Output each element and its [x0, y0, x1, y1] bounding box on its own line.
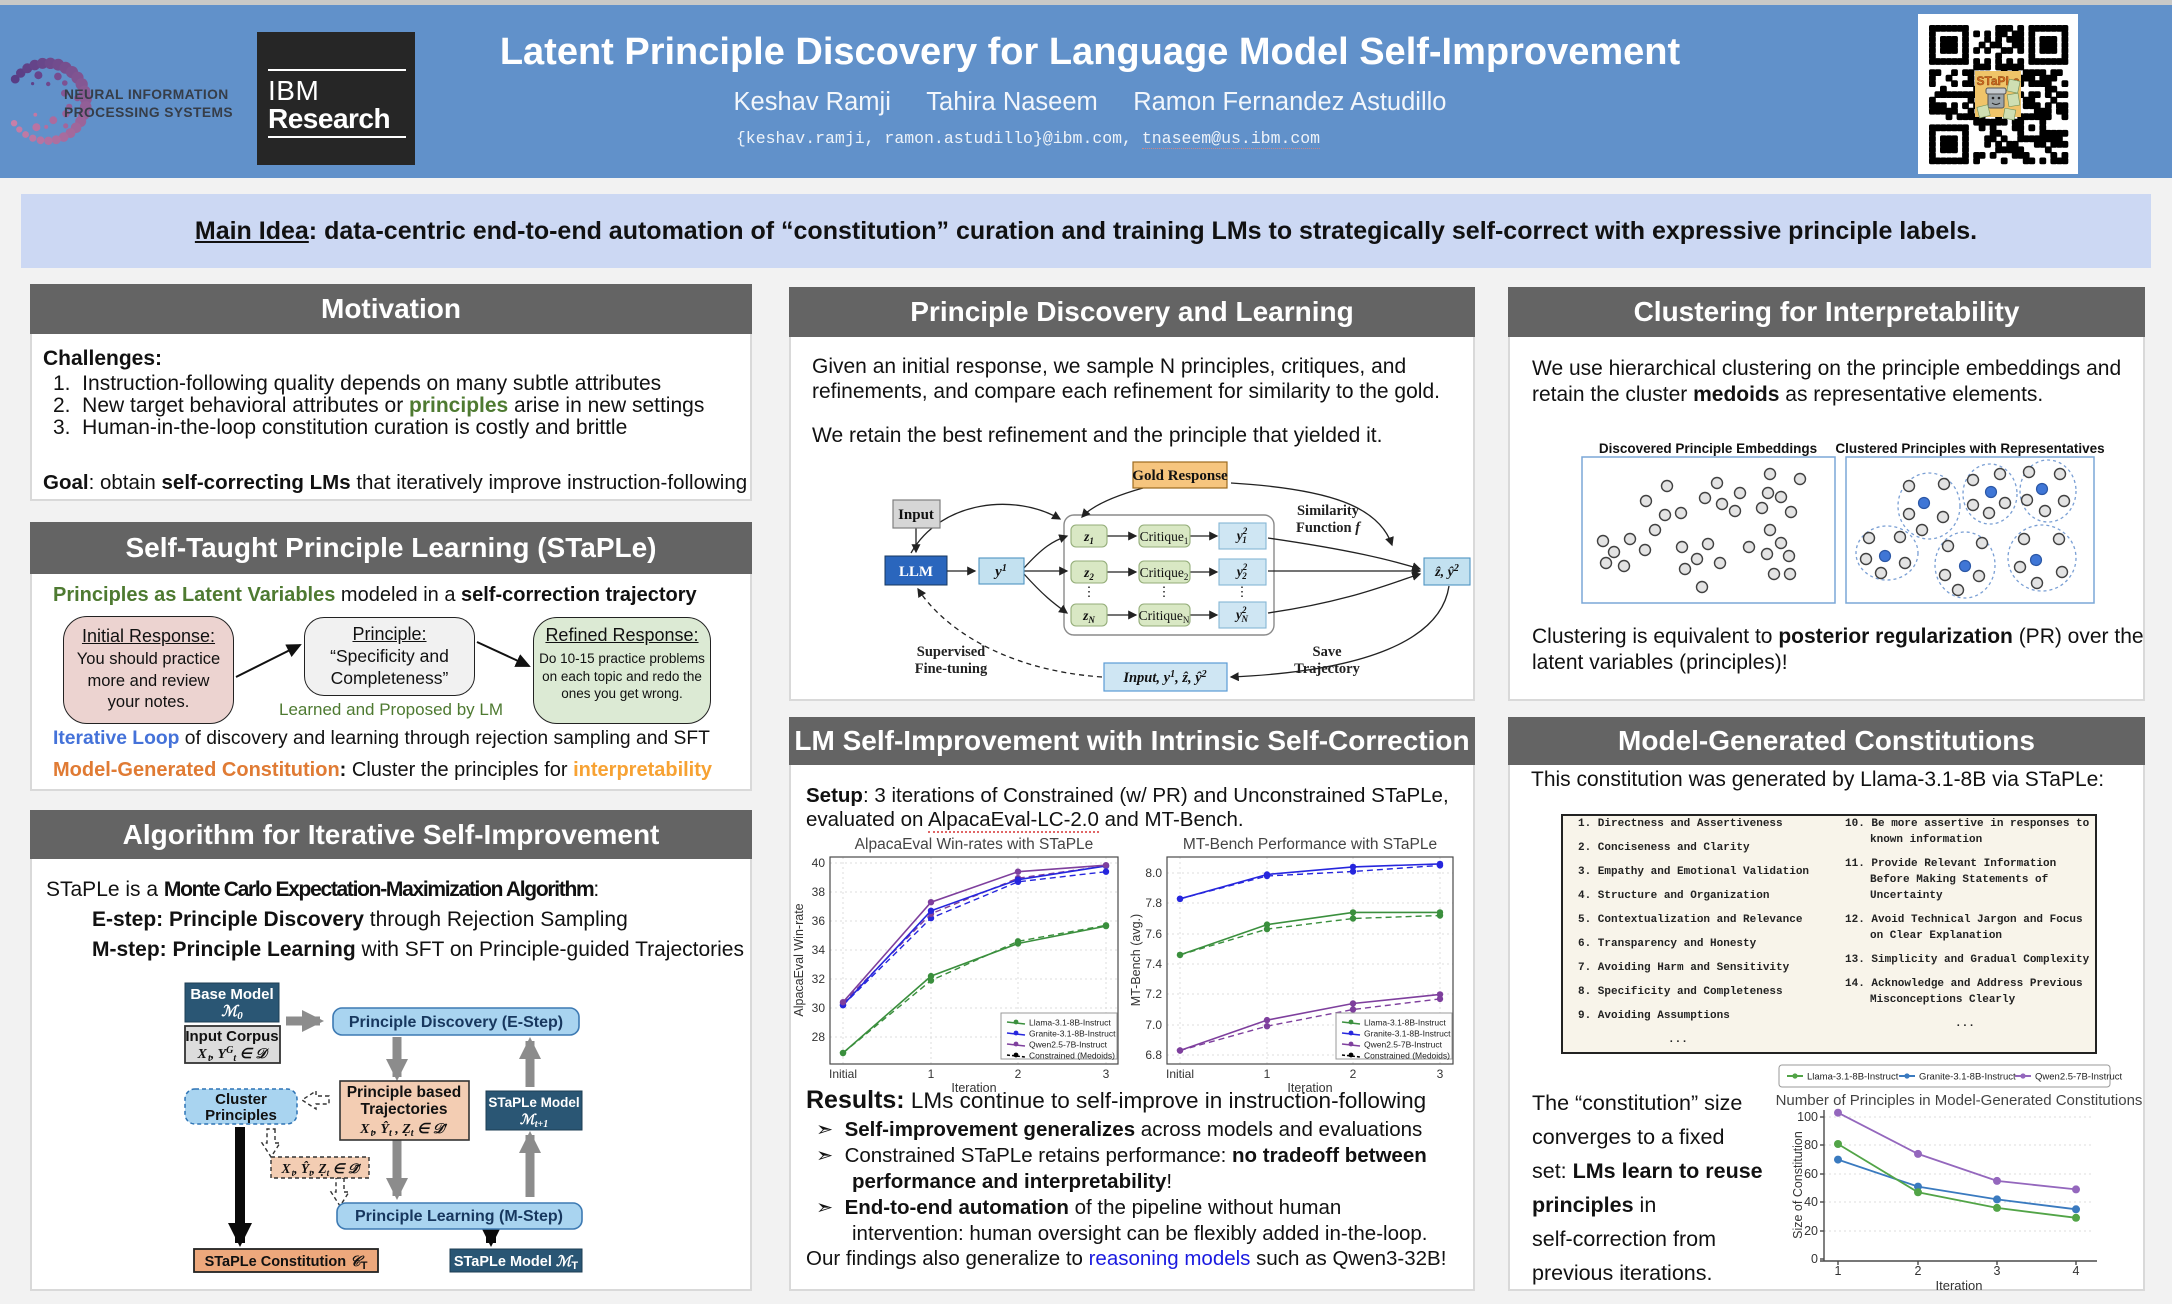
svg-text:NEURAL INFORMATION: NEURAL INFORMATION [64, 87, 229, 102]
svg-text:Critique2: Critique2 [1140, 565, 1189, 582]
svg-text:⋮: ⋮ [1235, 584, 1249, 599]
svg-text:40: 40 [1804, 1195, 1818, 1209]
svg-text:Iteration: Iteration [951, 1081, 996, 1095]
svg-text:20: 20 [1804, 1224, 1818, 1238]
svg-text:7.4: 7.4 [1145, 957, 1162, 971]
svg-text:Number of Principles in Model-: Number of Principles in Model-Generated … [1776, 1092, 2143, 1109]
svg-text:AlpacaEval Win-rate: AlpacaEval Win-rate [792, 903, 806, 1016]
svg-text:Similarity: Similarity [1297, 503, 1360, 519]
svg-text:8.0: 8.0 [1145, 866, 1162, 880]
svg-text:2: 2 [1015, 1067, 1022, 1081]
svg-text:Principles: Principles [205, 1107, 277, 1124]
svg-text:y21: y21 [1235, 526, 1248, 545]
svg-text:3: 3 [1994, 1264, 2001, 1278]
svg-text:X t, Ŷt, Ẓt ∈ 𝒟̃: X t, Ŷt, Ẓt ∈ 𝒟̃ [281, 1161, 362, 1178]
svg-text:Granite-3.1-8B-Instruct: Granite-3.1-8B-Instruct [1919, 1072, 2016, 1083]
svg-text:Llama-3.1-8B-Instruct: Llama-3.1-8B-Instruct [1807, 1072, 1899, 1083]
svg-text:Cluster: Cluster [215, 1091, 267, 1108]
svg-text:1: 1 [1835, 1264, 1842, 1278]
svg-text:LLM: LLM [899, 564, 933, 580]
svg-text:CritiqueN: CritiqueN [1139, 608, 1190, 625]
svg-text:Llama-3.1-8B-Instruct: Llama-3.1-8B-Instruct [1029, 1018, 1111, 1028]
svg-text:Trajectories: Trajectories [360, 1101, 447, 1118]
svg-text:Input Corpus: Input Corpus [185, 1028, 278, 1045]
svg-text:Principle based: Principle based [347, 1084, 462, 1101]
svg-text:80: 80 [1804, 1138, 1818, 1152]
svg-text:Granite-3.1-8B-Instruct: Granite-3.1-8B-Instruct [1364, 1029, 1451, 1039]
svg-text:STaPLe Model ℳT: STaPLe Model ℳT [454, 1254, 579, 1272]
svg-text:Llama-3.1-8B-Instruct: Llama-3.1-8B-Instruct [1364, 1018, 1446, 1028]
svg-text:y22: y22 [1235, 562, 1248, 581]
svg-text:Principle Learning (M-Step): Principle Learning (M-Step) [355, 1208, 563, 1225]
svg-text:Gold Response: Gold Response [1132, 468, 1228, 484]
svg-text:AlpacaEval Win-rates with STaP: AlpacaEval Win-rates with STaPLe [855, 837, 1094, 853]
svg-text:3: 3 [1437, 1067, 1444, 1081]
svg-text:MT-Bench (avg.): MT-Bench (avg.) [1129, 914, 1143, 1006]
svg-text:Iteration: Iteration [1287, 1081, 1332, 1095]
svg-text:Input: Input [898, 507, 934, 523]
svg-text:28: 28 [812, 1030, 826, 1044]
svg-text:z1: z1 [1083, 529, 1094, 546]
svg-text:Initial: Initial [829, 1067, 857, 1081]
svg-text:Constrained (Medoids): Constrained (Medoids) [1029, 1051, 1115, 1061]
svg-text:2: 2 [1915, 1264, 1922, 1278]
svg-text:Granite-3.1-8B-Instruct: Granite-3.1-8B-Instruct [1029, 1029, 1116, 1039]
svg-text:3: 3 [1103, 1067, 1110, 1081]
svg-text:7.2: 7.2 [1145, 987, 1162, 1001]
svg-text:⋮: ⋮ [1157, 584, 1171, 599]
svg-text:STaPLe Model: STaPLe Model [488, 1095, 579, 1110]
svg-text:Discovered Principle Embedding: Discovered Principle Embeddings [1599, 441, 1817, 456]
svg-text:MT-Bench Performance with STaP: MT-Bench Performance with STaPLe [1183, 837, 1437, 853]
svg-text:Qwen2.5-7B-Instruct: Qwen2.5-7B-Instruct [1364, 1040, 1443, 1050]
svg-text:38: 38 [812, 885, 826, 899]
svg-text:Save: Save [1313, 644, 1343, 660]
svg-text:STaPLe Constitution 𝒞T: STaPLe Constitution 𝒞T [205, 1254, 368, 1272]
svg-text:X t, Ŷt , Ẓt ∈ 𝒟′: X t, Ŷt , Ẓt ∈ 𝒟′ [359, 1120, 448, 1139]
svg-text:7.8: 7.8 [1145, 896, 1162, 910]
svg-text:0: 0 [1811, 1252, 1818, 1266]
svg-text:X t, YGt ∈ 𝒟: X t, YGt ∈ 𝒟 [197, 1045, 270, 1064]
svg-text:Qwen2.5-7B-Instruct: Qwen2.5-7B-Instruct [2035, 1072, 2122, 1083]
svg-text:z2: z2 [1083, 565, 1094, 582]
svg-text:Function f: Function f [1296, 520, 1362, 536]
svg-text:6.8: 6.8 [1145, 1048, 1162, 1062]
svg-text:PROCESSING SYSTEMS: PROCESSING SYSTEMS [64, 105, 233, 120]
svg-text:Base Model: Base Model [190, 986, 273, 1003]
svg-text:Size of Constitution: Size of Constitution [1791, 1131, 1805, 1239]
svg-text:Qwen2.5-7B-Instruct: Qwen2.5-7B-Instruct [1029, 1040, 1108, 1050]
svg-text:Constrained (Medoids): Constrained (Medoids) [1364, 1051, 1450, 1061]
svg-text:30: 30 [812, 1001, 826, 1015]
svg-text:60: 60 [1804, 1167, 1818, 1181]
svg-text:y2N: y2N [1234, 605, 1249, 624]
svg-text:4: 4 [2073, 1264, 2080, 1278]
svg-text:100: 100 [1797, 1110, 1818, 1124]
svg-text:Principle Discovery (E-Step): Principle Discovery (E-Step) [349, 1014, 563, 1031]
svg-text:Iteration: Iteration [1936, 1278, 1983, 1293]
svg-text:⋮: ⋮ [1082, 584, 1096, 599]
svg-text:Input, y1, ẑ, ŷ2: Input, y1, ẑ, ŷ2 [1122, 669, 1206, 686]
svg-text:7.0: 7.0 [1145, 1018, 1162, 1032]
svg-text:32: 32 [812, 972, 826, 986]
svg-text:40: 40 [812, 856, 826, 870]
svg-text:Critique1: Critique1 [1140, 529, 1189, 546]
svg-text:Clustered Principles with Repr: Clustered Principles with Representative… [1835, 441, 2104, 456]
svg-text:Trajectory: Trajectory [1294, 661, 1360, 677]
svg-text:2: 2 [1350, 1067, 1357, 1081]
svg-text:ẑ, ŷ2: ẑ, ŷ2 [1434, 563, 1459, 580]
svg-text:1: 1 [928, 1067, 935, 1081]
svg-text:Initial: Initial [1166, 1067, 1194, 1081]
svg-text:Supervised: Supervised [917, 644, 986, 660]
svg-text:7.6: 7.6 [1145, 927, 1162, 941]
svg-text:34: 34 [812, 943, 826, 957]
svg-text:36: 36 [812, 914, 826, 928]
svg-text:1: 1 [1264, 1067, 1271, 1081]
svg-text:Fine-tuning: Fine-tuning [915, 661, 988, 677]
